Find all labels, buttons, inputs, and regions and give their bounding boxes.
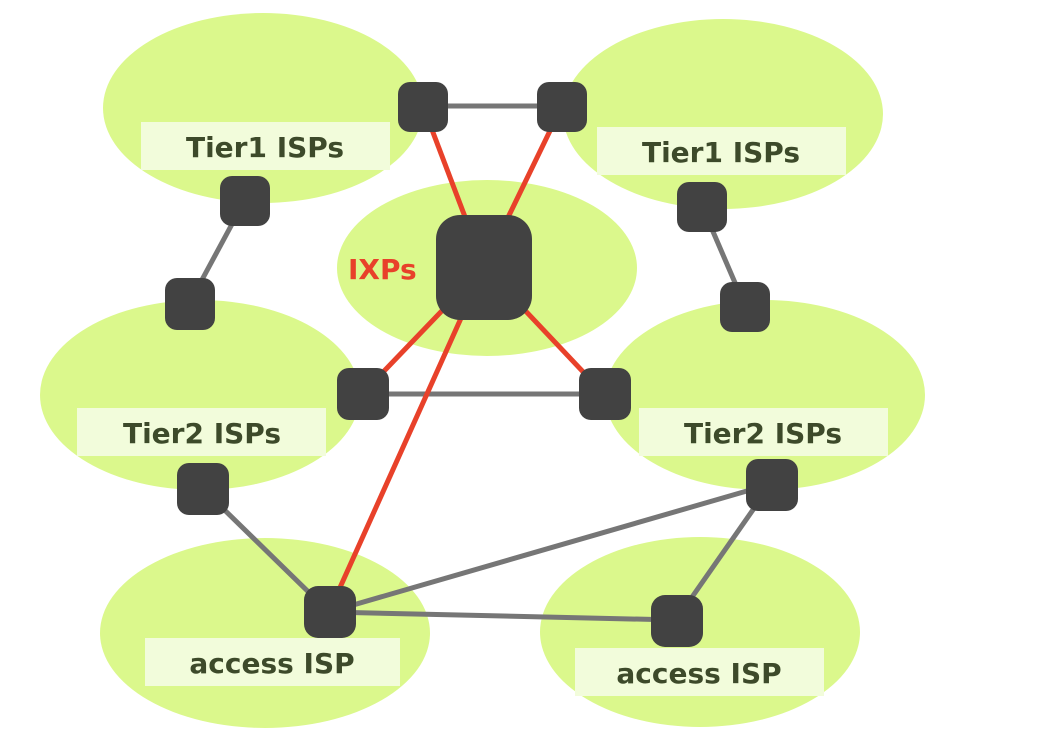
label-box-tier2-right [639, 408, 888, 456]
router-tier2-left-a [165, 278, 215, 330]
label-ixp: IXPs [348, 253, 417, 286]
link-tier2-right-access-left [328, 481, 772, 615]
label-box-tier1-right [597, 127, 846, 175]
label-access-right: access ISP [616, 657, 781, 690]
router-tier2-right-c [746, 459, 798, 511]
label-tier1-left: Tier1 ISPs [186, 131, 344, 164]
label-box-access-right [575, 648, 824, 696]
router-tier1-left-b [220, 176, 270, 226]
router-ixp [436, 215, 532, 320]
region-access-left [100, 538, 430, 728]
router-tier2-left-b [337, 368, 389, 420]
label-tier1-right: Tier1 ISPs [642, 136, 800, 169]
region-tier1-right [563, 19, 883, 209]
router-tier1-right-a [537, 82, 587, 132]
link-ixp-access-left [326, 265, 487, 614]
router-access-right [651, 595, 703, 647]
label-tier2-left: Tier2 ISPs [123, 417, 281, 450]
label-tier2-right: Tier2 ISPs [684, 417, 842, 450]
label-box-access-left [145, 638, 400, 686]
router-tier1-left-a [398, 82, 448, 132]
label-box-tier2-left [77, 408, 326, 456]
router-access-left [304, 586, 356, 638]
label-box-tier1-left [141, 122, 390, 170]
link-access-left-access-right [328, 609, 677, 623]
router-tier2-right-a [720, 282, 770, 332]
router-tier2-left-c [177, 463, 229, 515]
router-tier1-right-b [677, 182, 727, 232]
region-tier1-left [103, 13, 423, 203]
label-access-left: access ISP [189, 647, 354, 680]
router-tier2-right-b [579, 368, 631, 420]
